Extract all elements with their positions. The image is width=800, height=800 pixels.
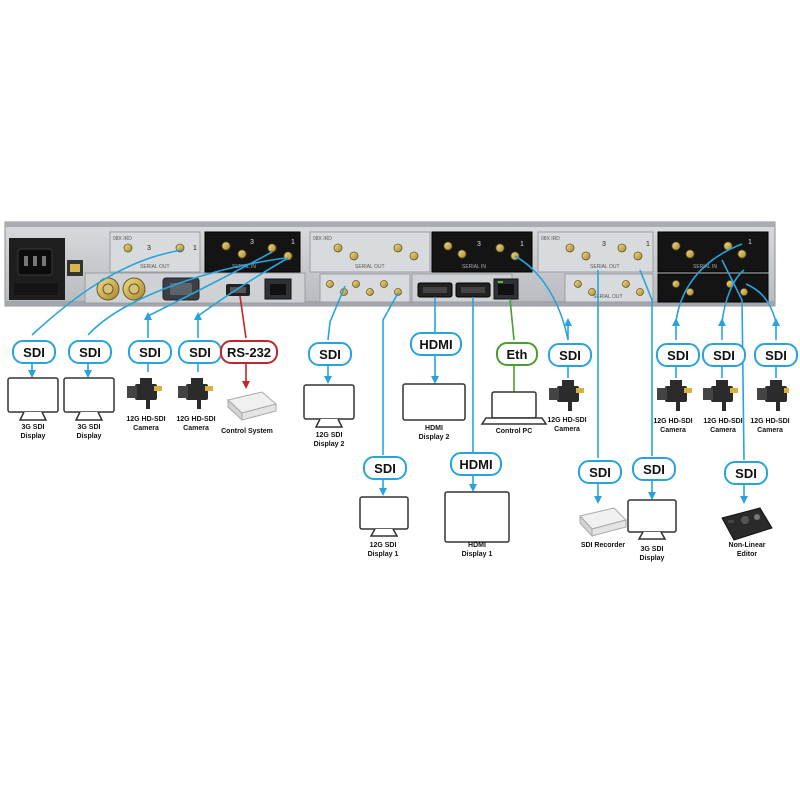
device-label: HDMI Display 2	[418, 425, 450, 441]
port-numbers: 3 1 3 1 3 1 3 1 1	[147, 239, 752, 252]
camera-icon	[178, 378, 213, 409]
monitor-icon	[7, 377, 59, 421]
vga-port	[162, 277, 200, 301]
device-label: Non-Linear Editor	[728, 542, 766, 558]
module-label: SERIAL IN	[462, 264, 486, 270]
device-label: Control System	[221, 428, 273, 435]
sdi-label: SDI	[308, 342, 352, 366]
svg-text:1: 1	[646, 241, 650, 248]
bnc-connector	[96, 277, 146, 301]
eth-label: Eth	[496, 342, 538, 366]
hdmi-display-icon	[402, 383, 510, 543]
sdi-label: SDI	[12, 340, 56, 364]
svg-text:1: 1	[291, 239, 295, 246]
rs232-label: RS-232	[220, 340, 278, 364]
sdi-label: SDI	[656, 343, 700, 367]
module-bnc-connectors	[123, 241, 748, 296]
device-label: 3G SDI Display	[76, 424, 102, 440]
device-label: 12G HD-SDI Camera	[547, 417, 587, 433]
monitor-icon	[627, 499, 677, 540]
sdi-label: SDI	[724, 461, 768, 485]
camera-icon	[757, 380, 789, 411]
camera-icon	[657, 380, 692, 411]
sdi-connection-lines	[28, 243, 780, 504]
device-label: 3G SDI Display	[20, 424, 46, 440]
device-label: 12G HD-SDI Camera	[750, 418, 790, 434]
monitor-icon	[63, 377, 115, 421]
sdi-label: SDI	[363, 456, 407, 480]
camera-icon	[549, 380, 584, 411]
editor-console-icon	[721, 507, 773, 541]
control-box-icon	[226, 391, 278, 422]
svg-text:3: 3	[477, 241, 481, 248]
hdmi-label: HDMI	[410, 332, 462, 356]
device-label: 12G HD-SDI Camera	[126, 416, 166, 432]
sdi-label: SDI	[578, 460, 622, 484]
module-label: SERIAL OUT	[140, 264, 170, 270]
svg-text:3: 3	[250, 239, 254, 246]
device-label: 12G HD-SDI Camera	[703, 418, 743, 434]
device-label: Control PC	[495, 428, 533, 435]
laptop-icon	[480, 391, 548, 425]
sdi-label: SDI	[754, 343, 798, 367]
sdi-label: SDI	[702, 343, 746, 367]
svg-text:3: 3	[147, 245, 151, 252]
sdi-label: SDI	[548, 343, 592, 367]
module-tag: 08X IRD	[313, 236, 332, 242]
svg-text:1: 1	[193, 245, 197, 252]
hdmi-label: HDMI	[450, 452, 502, 476]
recorder-icon	[579, 507, 627, 538]
monitor-icon	[303, 384, 355, 428]
eth-connection-line	[509, 298, 515, 392]
module-label: SERIAL OUT	[590, 264, 620, 270]
module-label: SERIAL OUT	[355, 264, 385, 270]
rack-chassis: 08X IRD SERIAL OUT SERIAL IN 08X IRD SER…	[4, 221, 776, 307]
sdi-label: SDI	[178, 340, 222, 364]
svg-text:3: 3	[602, 241, 606, 248]
svg-text:1: 1	[520, 241, 524, 248]
svg-text:1: 1	[748, 239, 752, 246]
monitor-icon	[359, 496, 409, 537]
module-label: SERIAL OUT	[593, 294, 623, 300]
camera-icon	[703, 380, 738, 411]
power-inlet	[9, 238, 65, 300]
ethernet-port-right	[493, 278, 519, 300]
fuse-holder	[67, 260, 83, 276]
device-label: 12G SDI Display 2	[313, 432, 345, 448]
device-label: 12G SDI Display 1	[367, 542, 399, 558]
device-label: 12G HD-SDI Camera	[176, 416, 216, 432]
device-label: HDMI Display 1	[461, 542, 493, 558]
camera-icon	[127, 378, 162, 409]
device-label: 3G SDI Display	[639, 546, 665, 562]
ethernet-port-left	[264, 278, 292, 300]
module-label: SERIAL IN	[693, 264, 717, 270]
sdi-label: SDI	[68, 340, 112, 364]
sdi-label: SDI	[632, 457, 676, 481]
module-tag: 08X IRD	[113, 236, 132, 242]
sdi-label: SDI	[128, 340, 172, 364]
rs232-connection-line	[239, 295, 250, 389]
module-tag: 08X IRD	[541, 236, 560, 242]
device-label: SDI Recorder	[580, 542, 626, 549]
device-label: 12G HD-SDI Camera	[653, 418, 693, 434]
